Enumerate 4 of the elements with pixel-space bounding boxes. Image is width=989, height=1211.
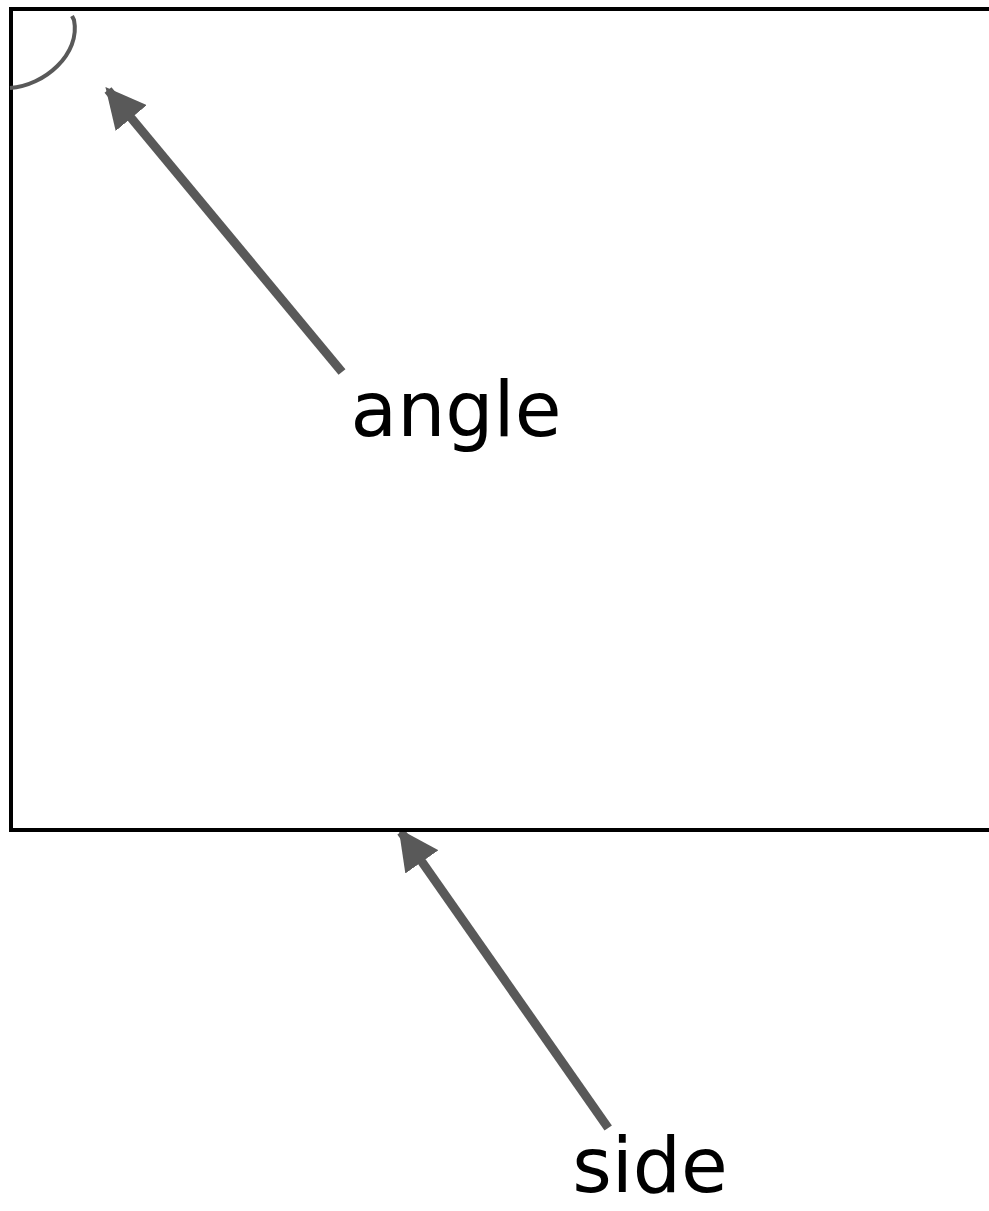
leader-arrow — [104, 86, 346, 375]
rectangle — [9, 7, 989, 832]
label-text: angle — [336, 372, 576, 472]
label-text: side — [555, 1128, 745, 1211]
